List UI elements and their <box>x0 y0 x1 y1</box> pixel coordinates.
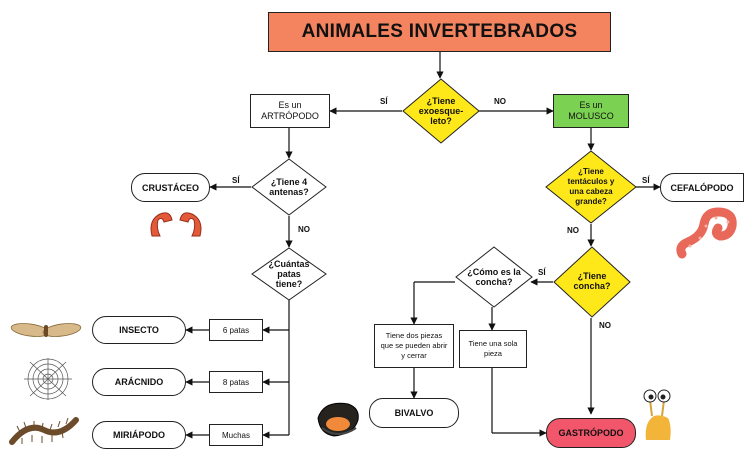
diagram-title: ANIMALES INVERTEBRADOS <box>268 12 611 52</box>
node-muchas: Muchas <box>209 424 263 446</box>
crab-claws-icon <box>150 212 202 237</box>
snail-icon <box>643 389 671 440</box>
node-seis-patas: 6 patas <box>209 319 263 341</box>
edge-label-si-concha: SÍ <box>538 268 546 277</box>
edge-label-si-tentaculos: SÍ <box>642 176 650 185</box>
result-miriapodo: MIRIÁPODO <box>92 421 186 449</box>
node-artropodo: Es un ARTRÓPODO <box>250 94 330 128</box>
node-ocho-patas: 8 patas <box>209 371 263 393</box>
edge-label-no-tentaculos: NO <box>567 226 579 235</box>
result-aracnido: ARÁCNIDO <box>92 368 186 396</box>
edge-label-no-exo: NO <box>494 97 506 106</box>
question-como-concha: ¿Cómo es la concha? <box>467 267 521 287</box>
edge-label-si-antenas: SÍ <box>232 176 240 185</box>
centipede-icon <box>9 417 79 445</box>
edge-label-no-concha: NO <box>599 321 611 330</box>
diamond-concha <box>553 246 631 318</box>
result-cefalopodo: CEFALÓPODO <box>660 173 744 202</box>
edge-label-no-antenas: NO <box>298 225 310 234</box>
result-crustaceo: CRUSTÁCEO <box>131 173 210 202</box>
diamond-patas <box>251 247 327 301</box>
question-exoesqueleto: ¿Tiene exoesque-leto? <box>418 96 464 126</box>
node-molusco: Es un MOLUSCO <box>553 94 629 128</box>
diamond-como-concha <box>455 246 533 308</box>
node-una-pieza: Tiene una sola pieza <box>459 330 527 368</box>
mussel-icon <box>317 402 359 437</box>
result-bivalvo: BIVALVO <box>369 398 459 428</box>
spider-web-icon <box>24 358 72 400</box>
diamond-tentaculos <box>545 150 637 224</box>
edge-label-si-exo: SÍ <box>380 97 388 106</box>
question-tentaculos: ¿Tiene tentáculos y una cabeza grande? <box>567 167 615 206</box>
question-antenas: ¿Tiene 4 antenas? <box>269 177 309 197</box>
diamond-antenas <box>251 158 327 216</box>
node-dos-piezas: Tiene dos piezas que se pueden abrir y c… <box>374 324 454 368</box>
diamond-exoesqueleto <box>402 78 480 144</box>
result-insecto: INSECTO <box>92 316 186 344</box>
question-concha: ¿Tiene concha? <box>573 271 611 291</box>
tentacle-icon <box>676 207 737 259</box>
wings-icon <box>10 323 82 337</box>
result-gastropodo: GASTRÓPODO <box>546 418 636 448</box>
question-patas: ¿Cuántas patas tiene? <box>268 259 310 289</box>
